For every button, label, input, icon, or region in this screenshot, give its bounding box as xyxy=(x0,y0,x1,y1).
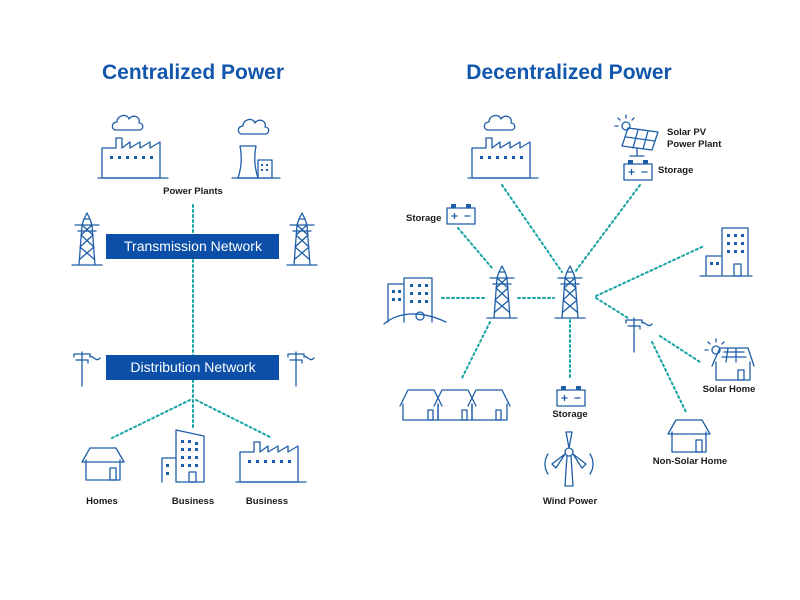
decentral-tower-left-icon xyxy=(486,265,518,319)
row-houses-icon xyxy=(399,389,511,421)
non-solar-home-label: Non-Solar Home xyxy=(653,456,727,467)
central-to-homes-line xyxy=(111,399,191,439)
business-building-icon xyxy=(161,429,205,483)
solar-pv-label-line2: Power Plant xyxy=(667,139,722,150)
homes-label: Homes xyxy=(86,496,118,507)
city-buildings-icon xyxy=(383,277,447,325)
transmission-tower-left-icon xyxy=(71,212,103,266)
storage-label-left: Storage xyxy=(406,213,441,224)
decentralized-title: Decentralized Power xyxy=(466,61,671,84)
storage-battery-top-icon xyxy=(623,159,653,181)
decentral-connector-lines xyxy=(441,184,705,413)
non-solar-home-icon xyxy=(667,419,711,453)
distribution-pole-left-icon xyxy=(73,351,101,387)
distribution-network-label: Distribution Network xyxy=(130,359,256,375)
storage-label-bottom: Storage xyxy=(552,409,587,420)
homes-house-icon xyxy=(81,447,125,481)
decentral-tower-center-icon xyxy=(554,265,586,319)
centralized-title: Centralized Power xyxy=(102,61,284,84)
decentral-factory-icon xyxy=(467,114,539,179)
central-to-factory-line xyxy=(195,399,273,439)
power-plant-factory-icon xyxy=(97,114,169,179)
solar-pv-label-line1: Solar PV xyxy=(667,127,707,138)
storage-battery-bottom-icon xyxy=(556,385,586,407)
wind-power-label: Wind Power xyxy=(543,496,598,507)
distribution-banner xyxy=(106,355,279,380)
transmission-network-label: Transmission Network xyxy=(124,238,263,254)
storage-battery-left-icon xyxy=(446,203,476,225)
distribution-pole-right-icon xyxy=(287,351,315,387)
power-plant-cooling-tower-icon xyxy=(231,118,281,179)
transmission-tower-right-icon xyxy=(286,212,318,266)
business-label-1: Business xyxy=(172,496,214,507)
transmission-banner xyxy=(106,234,279,259)
storage-label-top: Storage xyxy=(658,165,693,176)
solar-home-label: Solar Home xyxy=(703,384,756,395)
power-plants-label: Power Plants xyxy=(163,186,223,197)
solar-home-icon xyxy=(704,338,755,381)
decentral-distribution-pole-icon xyxy=(625,317,653,353)
business-factory-icon xyxy=(235,441,307,483)
solar-panel-icon xyxy=(614,114,659,157)
wind-turbine-icon xyxy=(544,431,594,487)
business-label-2: Business xyxy=(246,496,288,507)
apartment-building-icon xyxy=(699,227,753,277)
